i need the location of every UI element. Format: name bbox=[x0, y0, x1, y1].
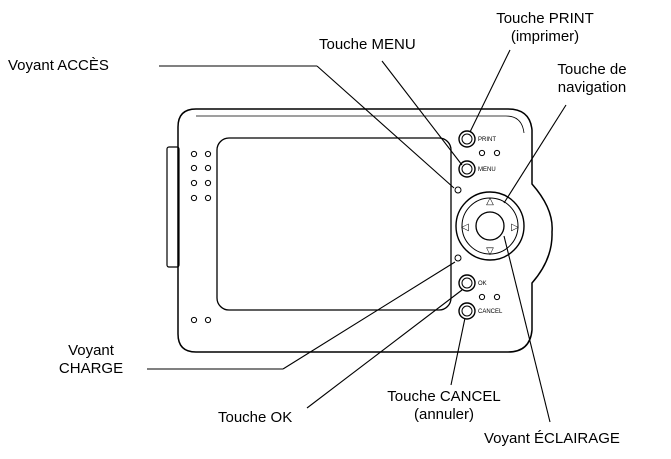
label-touche-print: Touche PRINT (imprimer) bbox=[485, 10, 605, 46]
label-voyant-eclairage: Voyant ÉCLAIRAGE bbox=[484, 430, 620, 447]
label-touche-navigation-line1: Touche de bbox=[557, 61, 627, 78]
lcd-screen bbox=[216, 137, 452, 311]
label-voyant-charge: Voyant CHARGE bbox=[36, 342, 146, 378]
cancel-button-label: CANCEL bbox=[478, 309, 503, 315]
navigation-pad[interactable]: △ ▽ ◁ ▷ bbox=[455, 191, 525, 261]
label-voyant-charge-line1: Voyant bbox=[68, 342, 114, 359]
print-button-label: PRINT bbox=[478, 137, 496, 143]
label-touche-print-line2: (imprimer) bbox=[510, 28, 580, 45]
access-led bbox=[454, 186, 462, 194]
ok-button[interactable]: OK bbox=[458, 274, 487, 292]
menu-button-label: MENU bbox=[478, 167, 496, 173]
charge-led bbox=[454, 254, 462, 262]
label-touche-navigation: Touche de navigation bbox=[537, 61, 647, 97]
speaker-dots bbox=[190, 150, 212, 324]
nav-right-arrow-icon[interactable]: ▷ bbox=[511, 222, 519, 233]
label-voyant-charge-line2: CHARGE bbox=[58, 360, 124, 377]
print-button[interactable]: PRINT bbox=[458, 130, 496, 148]
label-touche-cancel-line2: (annuler) bbox=[413, 406, 475, 423]
navigation-center-button[interactable] bbox=[475, 211, 505, 241]
menu-button[interactable]: MENU bbox=[458, 160, 496, 178]
nav-down-arrow-icon[interactable]: ▽ bbox=[486, 246, 494, 257]
label-touche-ok: Touche OK bbox=[218, 409, 293, 426]
label-touche-cancel-line1: Touche CANCEL bbox=[387, 388, 501, 405]
leader-lines bbox=[147, 49, 567, 423]
ok-button-label: OK bbox=[478, 281, 487, 287]
nav-left-arrow-icon[interactable]: ◁ bbox=[461, 222, 469, 233]
cancel-button[interactable]: CANCEL bbox=[458, 302, 503, 320]
label-touche-cancel: Touche CANCEL (annuler) bbox=[364, 388, 524, 424]
label-voyant-acces: Voyant ACCÈS bbox=[8, 57, 109, 74]
label-touche-menu: Touche MENU bbox=[319, 36, 416, 53]
button-dots bbox=[478, 149, 501, 301]
device-body bbox=[177, 108, 553, 353]
label-touche-print-line1: Touche PRINT bbox=[496, 10, 594, 27]
label-touche-navigation-line2: navigation bbox=[557, 79, 627, 96]
nav-up-arrow-icon[interactable]: △ bbox=[486, 196, 494, 207]
side-rail bbox=[166, 146, 180, 268]
